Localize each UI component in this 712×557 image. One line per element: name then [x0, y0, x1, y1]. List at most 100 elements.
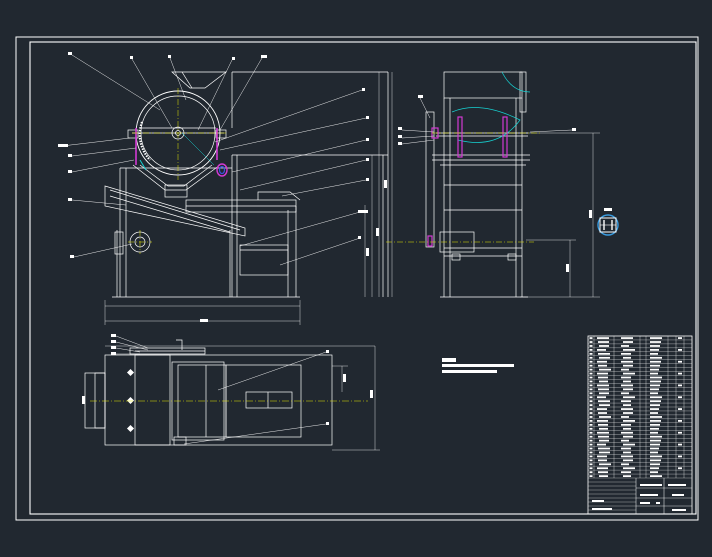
parts-cell-mark [589, 475, 593, 478]
parts-cell-mark [678, 431, 682, 434]
parts-cell-mark [598, 435, 609, 438]
parts-cell-mark [650, 380, 661, 383]
detail-symbol-icon [597, 208, 619, 236]
parts-cell-mark [623, 388, 633, 391]
parts-cell-mark [650, 372, 658, 375]
parts-cell-mark [623, 459, 633, 462]
parts-cell-mark [650, 459, 661, 462]
parts-cell-mark [623, 349, 635, 351]
parts-cell-mark [650, 439, 661, 442]
parts-cell-mark [589, 439, 593, 442]
plan-bolt-marks [126, 368, 135, 433]
parts-cell-mark [678, 443, 682, 446]
parts-cell-mark [599, 416, 611, 418]
parts-cell-mark [623, 443, 635, 446]
parts-cell-mark [589, 356, 593, 359]
parts-cell-mark [597, 384, 609, 387]
parts-cell-mark [678, 337, 682, 339]
parts-cell-mark [623, 467, 635, 470]
parts-cell-mark [589, 349, 593, 351]
parts-cell-mark [621, 392, 629, 395]
parts-cell-mark [597, 420, 608, 422]
parts-cell-mark [589, 376, 593, 379]
parts-cell-mark [599, 356, 610, 359]
parts-cell-mark [589, 412, 593, 414]
parts-cell-mark [598, 364, 607, 367]
side-label-marks [398, 95, 592, 272]
parts-cell-mark [598, 376, 608, 379]
parts-cell-mark [597, 337, 609, 339]
parts-cell-mark [589, 431, 593, 434]
title-cell-mark [672, 494, 684, 496]
parts-cell-mark [623, 396, 635, 399]
parts-cell-mark [598, 400, 610, 403]
title-cell-mark [668, 484, 686, 486]
plan-view [84, 339, 380, 451]
title-cell-mark [640, 484, 662, 486]
drum-bolt-ring [138, 121, 151, 161]
parts-cell-mark [589, 400, 593, 403]
parts-cell-mark [650, 435, 662, 438]
parts-cell-mark [589, 396, 593, 399]
parts-cell-mark [678, 384, 682, 387]
front-leader-lines [61, 54, 367, 266]
drawing-frame [15, 36, 699, 521]
parts-cell-mark [623, 475, 631, 478]
parts-cell-mark [599, 451, 610, 454]
front-view [104, 71, 393, 325]
parts-cell-mark [650, 384, 660, 387]
parts-cell-mark [650, 345, 660, 347]
side-view [425, 71, 600, 298]
parts-cell-mark [621, 463, 629, 466]
title-cell-mark [656, 502, 660, 504]
side-view-accents [427, 71, 531, 247]
title-cell-mark [640, 502, 650, 504]
title-cell-mark [640, 494, 658, 496]
title-cell-mark [592, 500, 604, 502]
parts-cell-mark [597, 360, 607, 363]
parts-cell-mark [598, 412, 607, 414]
parts-cell-mark [650, 368, 659, 371]
title-cell-mark [592, 508, 612, 510]
parts-cell-mark [621, 337, 633, 339]
parts-cell-mark [678, 396, 682, 399]
title-cell-mark [672, 509, 686, 511]
parts-cell-mark [589, 388, 593, 391]
parts-cell-mark [623, 356, 631, 359]
parts-cell-mark [621, 423, 631, 426]
parts-cell-mark [621, 455, 633, 458]
parts-cell-mark [589, 423, 593, 426]
parts-cell-mark [599, 404, 610, 407]
parts-cell-mark [597, 431, 609, 434]
parts-cell-mark [623, 372, 635, 375]
parts-cell-mark [650, 408, 659, 410]
parts-cell-mark [621, 447, 631, 450]
parts-cell-mark [599, 439, 609, 442]
parts-cell-mark [621, 368, 629, 371]
parts-cell-mark [678, 467, 682, 470]
parts-cell-mark [650, 463, 660, 466]
parts-cell-mark [678, 455, 682, 458]
parts-cell-mark [589, 380, 593, 383]
side-centerlines [386, 132, 540, 243]
parts-cell-mark [621, 352, 631, 355]
parts-cell-mark [589, 352, 593, 355]
parts-cell-mark [623, 451, 631, 454]
parts-cell-mark [650, 349, 659, 351]
parts-cell-mark [623, 427, 631, 430]
parts-cell-mark [621, 384, 633, 387]
parts-cell-mark [650, 467, 659, 470]
front-label-marks [58, 52, 387, 322]
parts-cell-mark [597, 455, 607, 458]
parts-cell-mark [678, 360, 682, 363]
parts-cell-mark [589, 345, 593, 347]
parts-cell-mark [589, 463, 593, 466]
parts-cell-mark [599, 427, 608, 430]
parts-cell-mark [678, 349, 682, 351]
parts-cell-mark [650, 451, 658, 454]
parts-cell-mark [598, 423, 608, 426]
parts-cell-mark [678, 408, 682, 410]
parts-cell-mark [589, 416, 593, 418]
parts-cell-mark [650, 420, 661, 422]
